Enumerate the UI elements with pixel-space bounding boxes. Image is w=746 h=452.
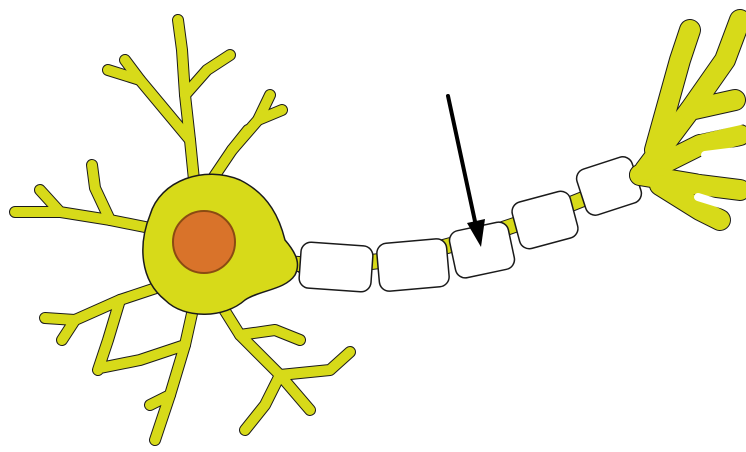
myelin-segment bbox=[298, 242, 373, 293]
pointer-arrow bbox=[448, 96, 485, 247]
myelin-segment bbox=[376, 238, 450, 292]
myelin-segment bbox=[574, 154, 644, 218]
nucleus bbox=[173, 211, 235, 273]
myelin-segment bbox=[510, 189, 580, 251]
axon-terminal bbox=[640, 20, 745, 220]
